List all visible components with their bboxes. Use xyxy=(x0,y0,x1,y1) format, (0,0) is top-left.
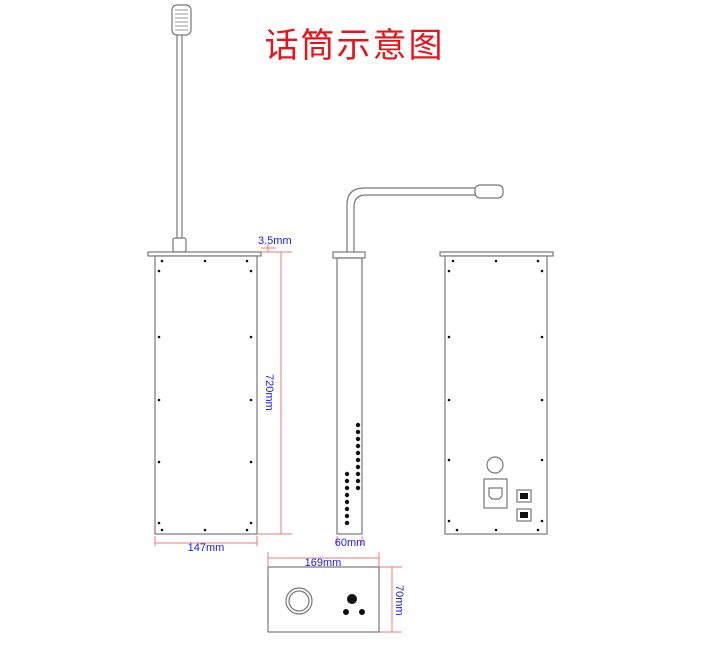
dim-plate-thickness: 3.5mm xyxy=(258,235,292,247)
dim-bottom-depth: 70mm xyxy=(393,585,405,616)
ring-inner xyxy=(288,590,310,612)
dim-bottom-length: 169mm xyxy=(305,557,342,569)
dim-front-width: 147mm xyxy=(188,542,225,554)
back-body xyxy=(444,255,548,535)
dimension-lines xyxy=(154,244,402,633)
side-led-column-upper xyxy=(355,422,361,491)
mic-grille xyxy=(175,9,188,31)
dim-side-width: 60mm xyxy=(335,537,366,549)
port-1 xyxy=(520,493,528,499)
front-body xyxy=(154,255,258,535)
diagram-title: 话筒示意图 xyxy=(264,26,445,66)
front-view xyxy=(147,4,262,535)
side-body xyxy=(336,257,363,535)
bottom-body xyxy=(267,566,380,633)
back-view xyxy=(439,251,554,535)
bottom-view xyxy=(267,566,380,633)
power-socket-inner xyxy=(488,487,503,500)
side-gooseneck xyxy=(346,187,475,252)
side-led-column-lower xyxy=(344,471,350,526)
port-frame-2 xyxy=(516,508,532,522)
gooseneck-pole xyxy=(176,35,183,238)
side-view xyxy=(332,184,504,535)
front-screws xyxy=(157,259,253,532)
port-frame-1 xyxy=(516,489,532,503)
pole-collar xyxy=(172,237,187,253)
ring-outer xyxy=(285,587,313,615)
cable-hole xyxy=(486,456,504,474)
side-collar xyxy=(332,251,366,259)
side-mic-head xyxy=(474,184,504,199)
bottom-connector-holes xyxy=(343,594,365,615)
dim-height: 720mm xyxy=(263,374,275,411)
port-2 xyxy=(520,512,528,518)
back-screws xyxy=(447,259,544,532)
power-socket xyxy=(483,478,508,509)
